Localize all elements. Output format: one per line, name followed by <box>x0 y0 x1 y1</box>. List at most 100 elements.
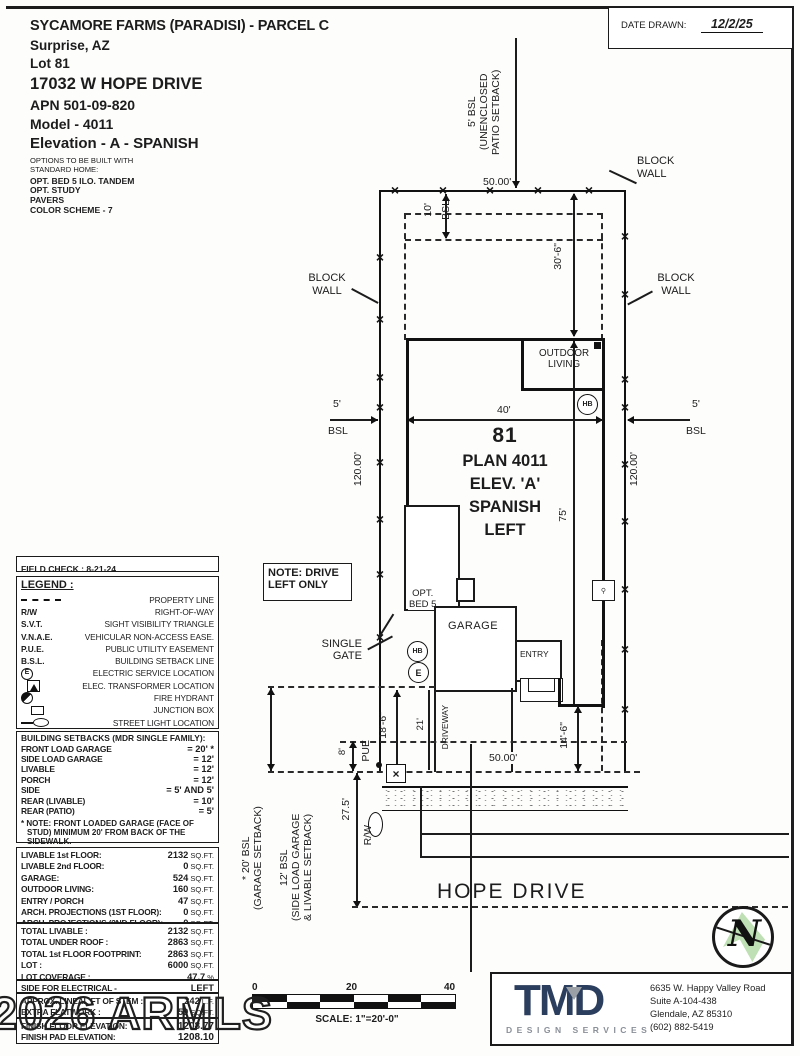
total-value: 6000 <box>167 960 189 971</box>
arrowhead <box>570 341 578 348</box>
options-intro-1: OPTIONS TO BE BUILT WITH <box>30 156 134 166</box>
area-label: OUTDOOR LIVING: <box>21 884 94 895</box>
dim-30-6: 30'-6" <box>552 243 564 270</box>
total-label: LOT COVERAGE : <box>21 971 91 982</box>
armls-watermark: 2026 ARMLS <box>0 987 273 1040</box>
house-wall-top <box>406 338 604 341</box>
hb-text: HB <box>412 648 423 655</box>
dim-75: 75' <box>557 508 569 522</box>
setback-value: = 12' <box>193 774 214 785</box>
setback-value: = 5' <box>198 806 214 817</box>
option-item: PAVERS <box>30 195 65 206</box>
model: Model - 4011 <box>30 115 114 132</box>
arrowhead <box>393 690 401 697</box>
arrowhead <box>574 764 582 771</box>
compass-n: N <box>728 913 761 955</box>
setbacks-box: BUILDING SETBACKS (MDR SINGLE FAMILY): F… <box>16 731 219 846</box>
arrowhead <box>267 764 275 771</box>
arrowhead <box>353 901 361 908</box>
arrowhead <box>570 330 578 337</box>
total-label: TOTAL UNDER ROOF : <box>21 937 109 948</box>
pue-line <box>340 741 627 743</box>
opt-bed5-notch <box>456 578 475 602</box>
dim-line-21 <box>428 690 430 770</box>
arrowhead <box>574 706 582 713</box>
flatwork-label: EXTRA FLATWORK : <box>21 1007 101 1018</box>
area-label: LIVABLE 1st FLOOR: <box>21 850 102 860</box>
setback-label: PORCH <box>21 774 51 785</box>
legend-label: FIRE HYDRANT <box>153 693 214 704</box>
lot-id-plan: PLAN 4011 <box>462 452 548 470</box>
arrowhead <box>442 232 450 239</box>
dim-5-left: 5' <box>333 398 341 410</box>
dim-line-30-6 <box>573 194 575 336</box>
lot-id-side: LEFT <box>484 521 526 539</box>
firm-address: 6635 W. Happy Valley Road Suite A-104-43… <box>650 982 766 1034</box>
electrical-label: SIDE FOR ELECTRICAL - <box>21 983 117 993</box>
property-line-west <box>379 190 381 773</box>
firm-tagline: DESIGN SERVICES <box>506 1025 652 1035</box>
dim-8: 8' <box>337 748 348 756</box>
block-wall-label-e: BLOCK WALL <box>657 272 695 297</box>
block-wall-x: × <box>620 399 630 416</box>
property-line-south <box>268 771 640 773</box>
area-label: ENTRY / PORCH <box>21 895 84 906</box>
street-light-icon <box>21 721 33 724</box>
arrowhead <box>570 193 578 200</box>
legend-label: PUBLIC UTILITY EASEMENT <box>105 643 214 654</box>
elevations-box: FINISH FLOOR ELEVATION:1208.77 FINISH PA… <box>16 1018 219 1044</box>
street-light-icon-bulb <box>33 718 49 728</box>
outdoor-living-wall-bottom <box>521 388 604 391</box>
utility-line-vertical <box>470 744 472 972</box>
total-unit: SQ.FT. <box>190 949 214 959</box>
area-value: 0 <box>183 861 189 872</box>
total-label: LOT : <box>21 960 42 971</box>
legend-label: SIGHT VISIBILITY TRIANGLE <box>104 619 214 630</box>
rw-symbol: R/W <box>21 606 38 617</box>
arrowhead <box>349 741 357 748</box>
junction-box-icon <box>31 705 44 715</box>
side-setback-line2: (SIDE LOAD GARAGE <box>290 813 303 922</box>
setback-label: REAR (PATIO) <box>21 806 75 817</box>
scale-label: SCALE: 1"=20'-0" <box>315 1014 399 1025</box>
scale-tick-20: 20 <box>346 982 358 993</box>
area-unit: SQ.FT. <box>190 896 214 906</box>
garage-setback-line2: (GARAGE SETBACK) <box>252 806 265 910</box>
total-unit: SQ.FT. <box>190 927 214 936</box>
transformer-icon <box>27 679 40 692</box>
junction-box-symbol: × <box>386 764 406 783</box>
house-wall-bottom-right <box>558 704 604 707</box>
scale-bar-graphic <box>252 994 456 1009</box>
title-block: SYCAMORE FARMS (PARADISI) - PARCEL C Sur… <box>30 18 390 216</box>
dim-line-18-6 <box>396 690 398 770</box>
patio-setback-line3: PATIO SETBACK) <box>490 69 503 155</box>
street-name: HOPE DRIVE <box>437 880 587 903</box>
scale-tick-0: 0 <box>252 982 258 993</box>
area-unit: SQ.FT. <box>190 885 214 895</box>
total-value: 47.7 <box>187 971 206 982</box>
property-line-east <box>624 190 626 773</box>
block-wall-leader-w <box>351 288 379 304</box>
side-setback-line1: 12' BSL <box>278 849 290 886</box>
dim-10ft: 10' <box>422 203 434 217</box>
area-value: 2132 <box>167 850 189 860</box>
scale-bar: 0 20 40 SCALE: 1"=20'-0" <box>252 982 462 1026</box>
block-wall-x: × <box>485 182 495 199</box>
area-label: ARCH. PROJECTIONS (1ST FLOOR): <box>21 907 162 918</box>
driveway-edge-left <box>434 688 436 772</box>
firm-logo-text: TMD <box>514 976 605 1025</box>
fpe-label: FINISH PAD ELEVATION: <box>21 1032 116 1043</box>
opt-bed5-label: OPT. BED 5 <box>408 588 438 610</box>
subdivision-title: SYCAMORE FARMS (PARADISI) - PARCEL C <box>30 18 329 34</box>
block-wall-x: × <box>620 513 630 530</box>
entry-label: ENTRY <box>520 649 549 659</box>
block-wall-x: × <box>375 454 385 471</box>
total-unit: % <box>207 972 214 982</box>
block-wall-x: × <box>620 701 630 718</box>
total-unit: SQ.FT. <box>190 938 214 948</box>
date-drawn-box: DATE DRAWN: 12/2/25 <box>608 7 793 49</box>
arrowhead <box>267 688 275 695</box>
arrowhead <box>407 416 414 424</box>
outdoor-living-corner-detail <box>594 342 601 349</box>
area-value: 524 <box>172 872 189 883</box>
